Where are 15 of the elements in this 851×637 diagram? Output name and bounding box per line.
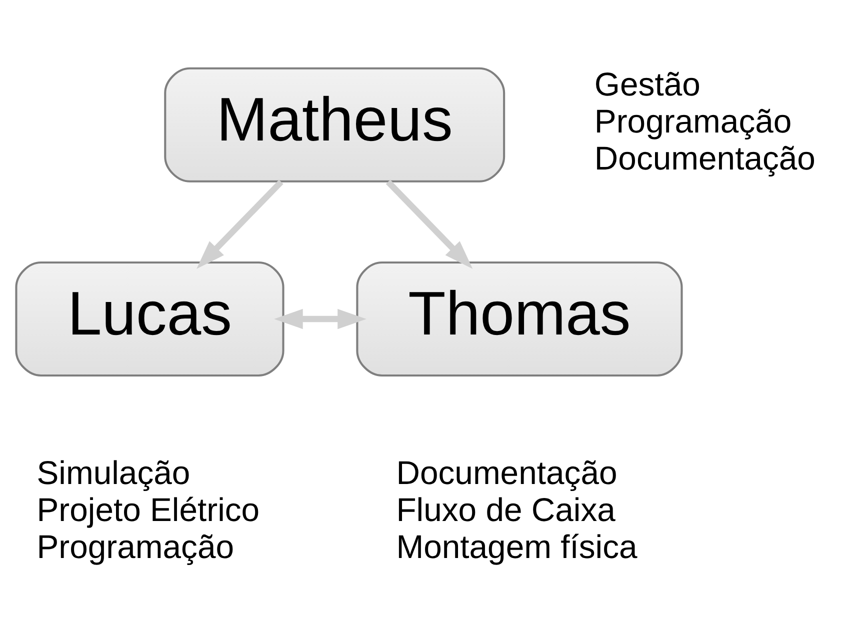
node-label: Programação	[594, 102, 792, 140]
arrow	[274, 308, 366, 329]
arrow	[196, 179, 284, 268]
node-box: Matheus	[164, 66, 506, 182]
node-label: Documentação	[594, 139, 816, 176]
arrow	[386, 179, 473, 268]
node-box: Lucas	[15, 260, 284, 376]
node-box: Thomas	[356, 260, 683, 376]
node-label: Programação	[36, 527, 234, 564]
node-label: Montagem física	[396, 527, 638, 564]
node-label: Gestão	[594, 65, 700, 102]
node-label: Projeto Elétrico	[36, 490, 260, 528]
node-label: Fluxo de Caixa	[396, 490, 616, 528]
node-label: Documentação	[396, 453, 618, 490]
node-label: Simulação	[36, 453, 190, 490]
